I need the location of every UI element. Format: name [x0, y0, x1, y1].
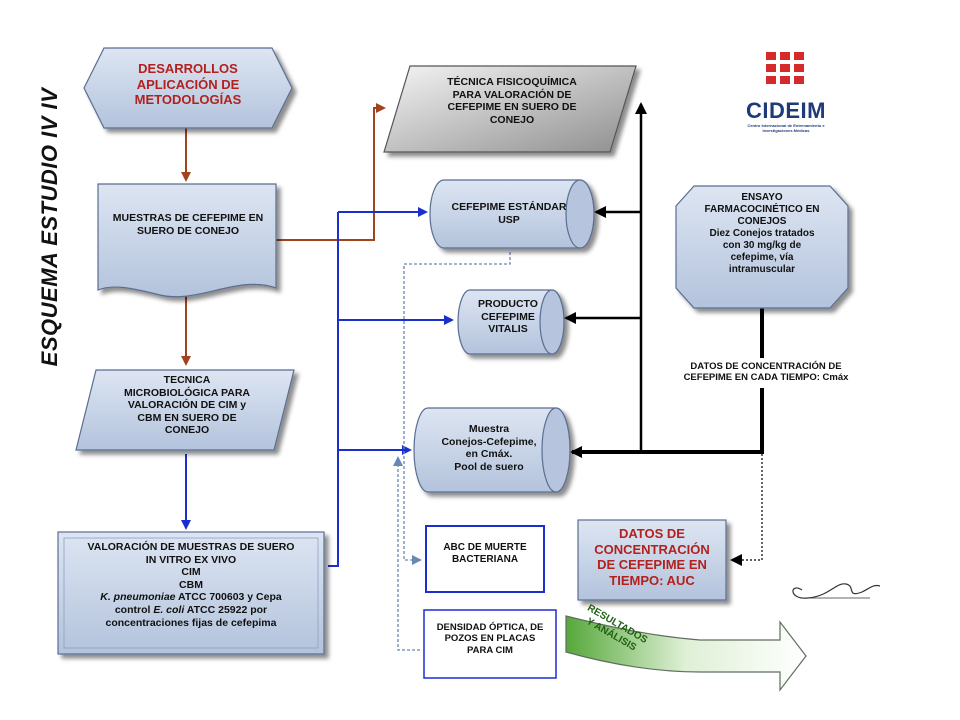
- tecnica-fq-node: [383, 65, 637, 153]
- valoracion-line-2: IN VITRO EX VIVO: [145, 553, 237, 566]
- abc-node: [425, 525, 545, 593]
- densidad-node: [423, 609, 557, 679]
- ensayo-node: [675, 185, 849, 309]
- valoracion-organism-2: E. coli: [153, 603, 185, 616]
- dotted-to-auc: [730, 390, 763, 566]
- cideim-logo-name: CIDEIM: [746, 98, 826, 123]
- producto-vitalis-label: PRODUCTO CEFEPIME VITALIS: [478, 298, 538, 336]
- diagram-title: ESQUEMA ESTUDIO IV IV: [37, 87, 62, 367]
- dotted-densidad-to-muestra: [393, 456, 420, 651]
- valoracion-line-6: control E. coli ATCC 25922 por: [62, 604, 320, 617]
- desarrollos-label: DESARROLLOS APLICACIÓN DE METODOLOGÍAS: [134, 61, 242, 108]
- cefepime-estandar-label: CEFEPIME ESTÁNDAR USP: [451, 201, 567, 226]
- arrow-muestras-to-tecnica-fq: [276, 103, 386, 241]
- valoracion-line-7: concentraciones fijas de cefepima: [105, 616, 277, 629]
- datos-cmax-box: [668, 358, 864, 388]
- abc-label: ABC DE MUERTE BACTERIANA: [443, 542, 527, 565]
- cideim-logo-icon: [766, 52, 804, 84]
- valoracion-line-5: K. pneumoniae ATCC 700603 y Cepa: [62, 591, 320, 604]
- densidad-label: DENSIDAD ÓPTICA, DE POZOS EN PLACAS PARA…: [436, 622, 544, 656]
- tecnica-fq-label: TÉCNICA FISICOQUÍMICA PARA VALORACIÓN DE…: [447, 76, 577, 126]
- cideim-logo: [766, 52, 804, 84]
- valoracion-line-3: CIM: [181, 566, 201, 579]
- datos-auc-node: [577, 519, 727, 601]
- desarrollos-node: [83, 47, 293, 129]
- muestra-conejos-node: [413, 407, 571, 493]
- dotted-to-abc: [403, 252, 511, 565]
- valoracion-organism-1: K. pneumoniae: [100, 591, 176, 604]
- valoracion-line-5-rest: ATCC 700603 y Cepa: [175, 591, 282, 604]
- valoracion-line-6-rest: ATCC 25922 por: [184, 603, 268, 616]
- muestras-document-node: [97, 183, 277, 298]
- muestras-label: MUESTRAS DE CEFEPIME EN SUERO DE CONEJO: [112, 212, 264, 237]
- cideim-logo-subtitle: Centro Internacional de Entrenamiento e …: [747, 123, 825, 133]
- valoracion-label: VALORACIÓN DE MUESTRAS DE SUERO IN VITRO…: [62, 541, 320, 629]
- tecnica-micro-label: TECNICA MICROBIOLÓGICA PARA VALORACIÓN D…: [124, 374, 250, 437]
- cefepime-estandar-node: [429, 179, 595, 249]
- signature-image: [792, 583, 881, 599]
- valoracion-line-4: CBM: [179, 578, 203, 591]
- blue-trunk-line: [328, 212, 339, 567]
- datos-auc-label: DATOS DE CONCENTRACIÓN DE CEFEPIME EN TI…: [594, 526, 710, 588]
- producto-vitalis-node: [457, 289, 565, 355]
- resultados-arrow: [565, 615, 807, 692]
- muestra-conejos-label: Muestra Conejos-Cefepime, en Cmáx. Pool …: [441, 423, 537, 473]
- valoracion-line-1: VALORACIÓN DE MUESTRAS DE SUERO: [87, 541, 295, 553]
- valoracion-line-6-pre: control: [114, 603, 154, 616]
- datos-cmax-label: DATOS DE CONCENTRACIÓN DE CEFEPIME EN CA…: [683, 361, 849, 384]
- valoracion-inner-frame: [63, 537, 319, 649]
- ensayo-label: ENSAYO FARMACOCINÉTICO EN CONEJOS Diez C…: [704, 192, 820, 275]
- tecnica-micro-node: [75, 369, 295, 451]
- valoracion-node: [57, 531, 325, 655]
